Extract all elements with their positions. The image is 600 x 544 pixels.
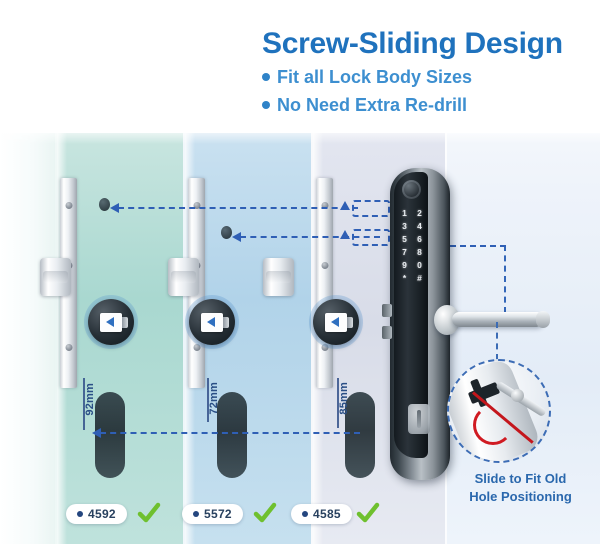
feature-bullet-1: Fit all Lock Body Sizes (262, 67, 592, 88)
lock-body-card (100, 312, 128, 332)
dimension-rule-3 (337, 378, 339, 428)
inset-rotation-arrow-icon (473, 405, 513, 445)
arrow-left-icon (105, 317, 114, 327)
mortise-faceplate-3 (316, 178, 333, 388)
keypad[interactable]: 1 2 3 4 5 6 7 8 9 0 * # (398, 208, 426, 284)
keypad-key[interactable]: 8 (417, 247, 422, 257)
callout-line-1: Slide to Fit Old (474, 471, 567, 486)
keypad-key[interactable]: 7 (402, 247, 407, 257)
dimension-label-2: 72mm (208, 382, 220, 415)
magnifier-inset (447, 359, 551, 463)
lock-body-arrow-icon-2 (189, 299, 235, 345)
latch-bolt-3 (263, 258, 294, 296)
alignment-arrow-icon (92, 428, 101, 438)
spindle-nub (382, 304, 392, 317)
alignment-line-lower (100, 432, 360, 434)
keypad-key[interactable]: 1 (402, 208, 407, 218)
feature-bullet-1-label: Fit all Lock Body Sizes (277, 66, 473, 87)
alignment-line-top-right (440, 245, 506, 247)
green-check-icon-1 (137, 502, 161, 523)
headline-backdrop-fade (0, 126, 600, 144)
inset-screw-head (511, 389, 524, 402)
keypad-key[interactable]: 2 (417, 208, 422, 218)
model-label-3: 4585 (313, 507, 341, 521)
magnifier-leader-line (496, 322, 498, 360)
screw-hole-icon (65, 344, 72, 351)
dimension-rule-2 (207, 378, 209, 422)
lock-body-arrow-icon-1 (88, 299, 134, 345)
arrow-left-icon (206, 317, 215, 327)
lever-handle-cap (536, 311, 550, 328)
adjustable-slot-icon-2 (352, 229, 390, 246)
fingerprint-reader-icon[interactable] (402, 180, 421, 199)
cylinder-hole-1 (99, 198, 110, 211)
arrow-left-icon (330, 317, 339, 327)
latch-bolt-1 (40, 258, 71, 296)
model-label-1: 4592 (88, 507, 116, 521)
page-title: Screw-Sliding Design (262, 27, 563, 60)
callout-line-2: Hole Positioning (469, 488, 572, 504)
keypad-key[interactable]: 9 (402, 260, 407, 270)
chip-dot-icon (77, 511, 83, 517)
screw-hole-icon (321, 262, 328, 269)
keypad-key[interactable]: * (402, 273, 407, 283)
alignment-line-middle (240, 236, 380, 238)
model-label-2: 5572 (204, 507, 232, 521)
bullet-dot-icon (262, 101, 270, 109)
alignment-line-vertical (504, 245, 506, 313)
callout-text: Slide to Fit Old Hole Positioning (438, 470, 600, 505)
green-check-icon-2 (253, 502, 277, 523)
keypad-key[interactable]: 3 (402, 221, 407, 231)
screw-hole-icon (321, 344, 328, 351)
key-cylinder-icon (408, 404, 430, 434)
screw-hole-icon (65, 202, 72, 209)
lock-body-card (201, 312, 229, 332)
screw-hole-icon (193, 202, 200, 209)
chip-dot-icon (193, 511, 199, 517)
chip-dot-icon (302, 511, 308, 517)
lever-handle[interactable] (452, 312, 544, 327)
cylinder-cutout-2 (217, 392, 247, 478)
model-chip-1: 4592 (66, 504, 127, 524)
dimension-rule-1 (83, 378, 85, 430)
cylinder-cutout-3 (345, 392, 375, 478)
panel-seam (311, 0, 313, 544)
alignment-arrow-icon (110, 203, 119, 213)
headline-backdrop (0, 0, 600, 133)
keypad-key[interactable]: 5 (402, 234, 407, 244)
slot-arrow-up-icon (340, 230, 350, 239)
bullet-dot-icon (262, 73, 270, 81)
dimension-label-1: 92mm (84, 383, 96, 416)
green-check-icon-3 (356, 502, 380, 523)
headline-block: Screw-Sliding Design Fit all Lock Body S… (262, 28, 592, 116)
keypad-key[interactable]: # (417, 273, 422, 283)
adjustable-slot-icon-1 (352, 200, 390, 217)
latch-bolt-2 (168, 258, 199, 296)
screw-hole-icon (321, 202, 328, 209)
alignment-line-upper (118, 207, 358, 209)
dimension-label-3: 85mm (338, 382, 350, 415)
slot-arrow-up-icon (340, 201, 350, 210)
spindle-nub (382, 326, 392, 339)
screw-hole-icon (193, 344, 200, 351)
lock-body-arrow-icon-3 (313, 299, 359, 345)
keypad-key[interactable]: 4 (417, 221, 422, 231)
lock-body-card (325, 312, 353, 332)
model-chip-3: 4585 (291, 504, 352, 524)
keypad-key[interactable]: 0 (417, 260, 422, 270)
feature-bullet-2: No Need Extra Re-drill (262, 95, 592, 116)
feature-bullet-2-label: No Need Extra Re-drill (277, 94, 468, 115)
keypad-key[interactable]: 6 (417, 234, 422, 244)
alignment-arrow-icon (232, 232, 241, 242)
model-chip-2: 5572 (182, 504, 243, 524)
cylinder-hole-2 (221, 226, 232, 239)
